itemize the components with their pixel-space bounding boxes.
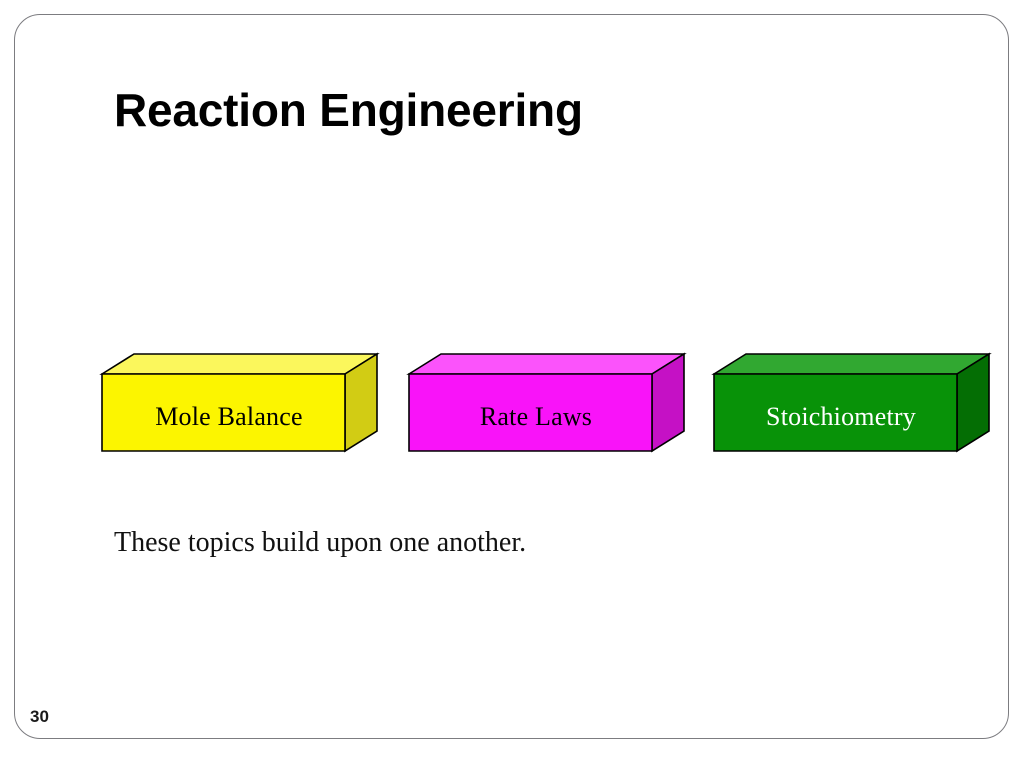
page-number: 30: [30, 707, 49, 726]
block-rate-laws-shape: [406, 352, 687, 453]
process-blocks-diagram: Mole Balance Rate Laws Stoichiometry: [0, 352, 1024, 472]
block-mole-balance-shape: [99, 352, 380, 453]
block-stoichiometry[interactable]: Stoichiometry: [711, 352, 992, 462]
slide-border-frame: [14, 14, 1009, 739]
block-stoichiometry-shape: [711, 352, 992, 453]
slide-caption: These topics build upon one another.: [114, 527, 527, 558]
page-title: Reaction Engineering: [114, 84, 583, 136]
block-mole-balance[interactable]: Mole Balance: [99, 352, 380, 462]
block-rate-laws[interactable]: Rate Laws: [406, 352, 687, 462]
